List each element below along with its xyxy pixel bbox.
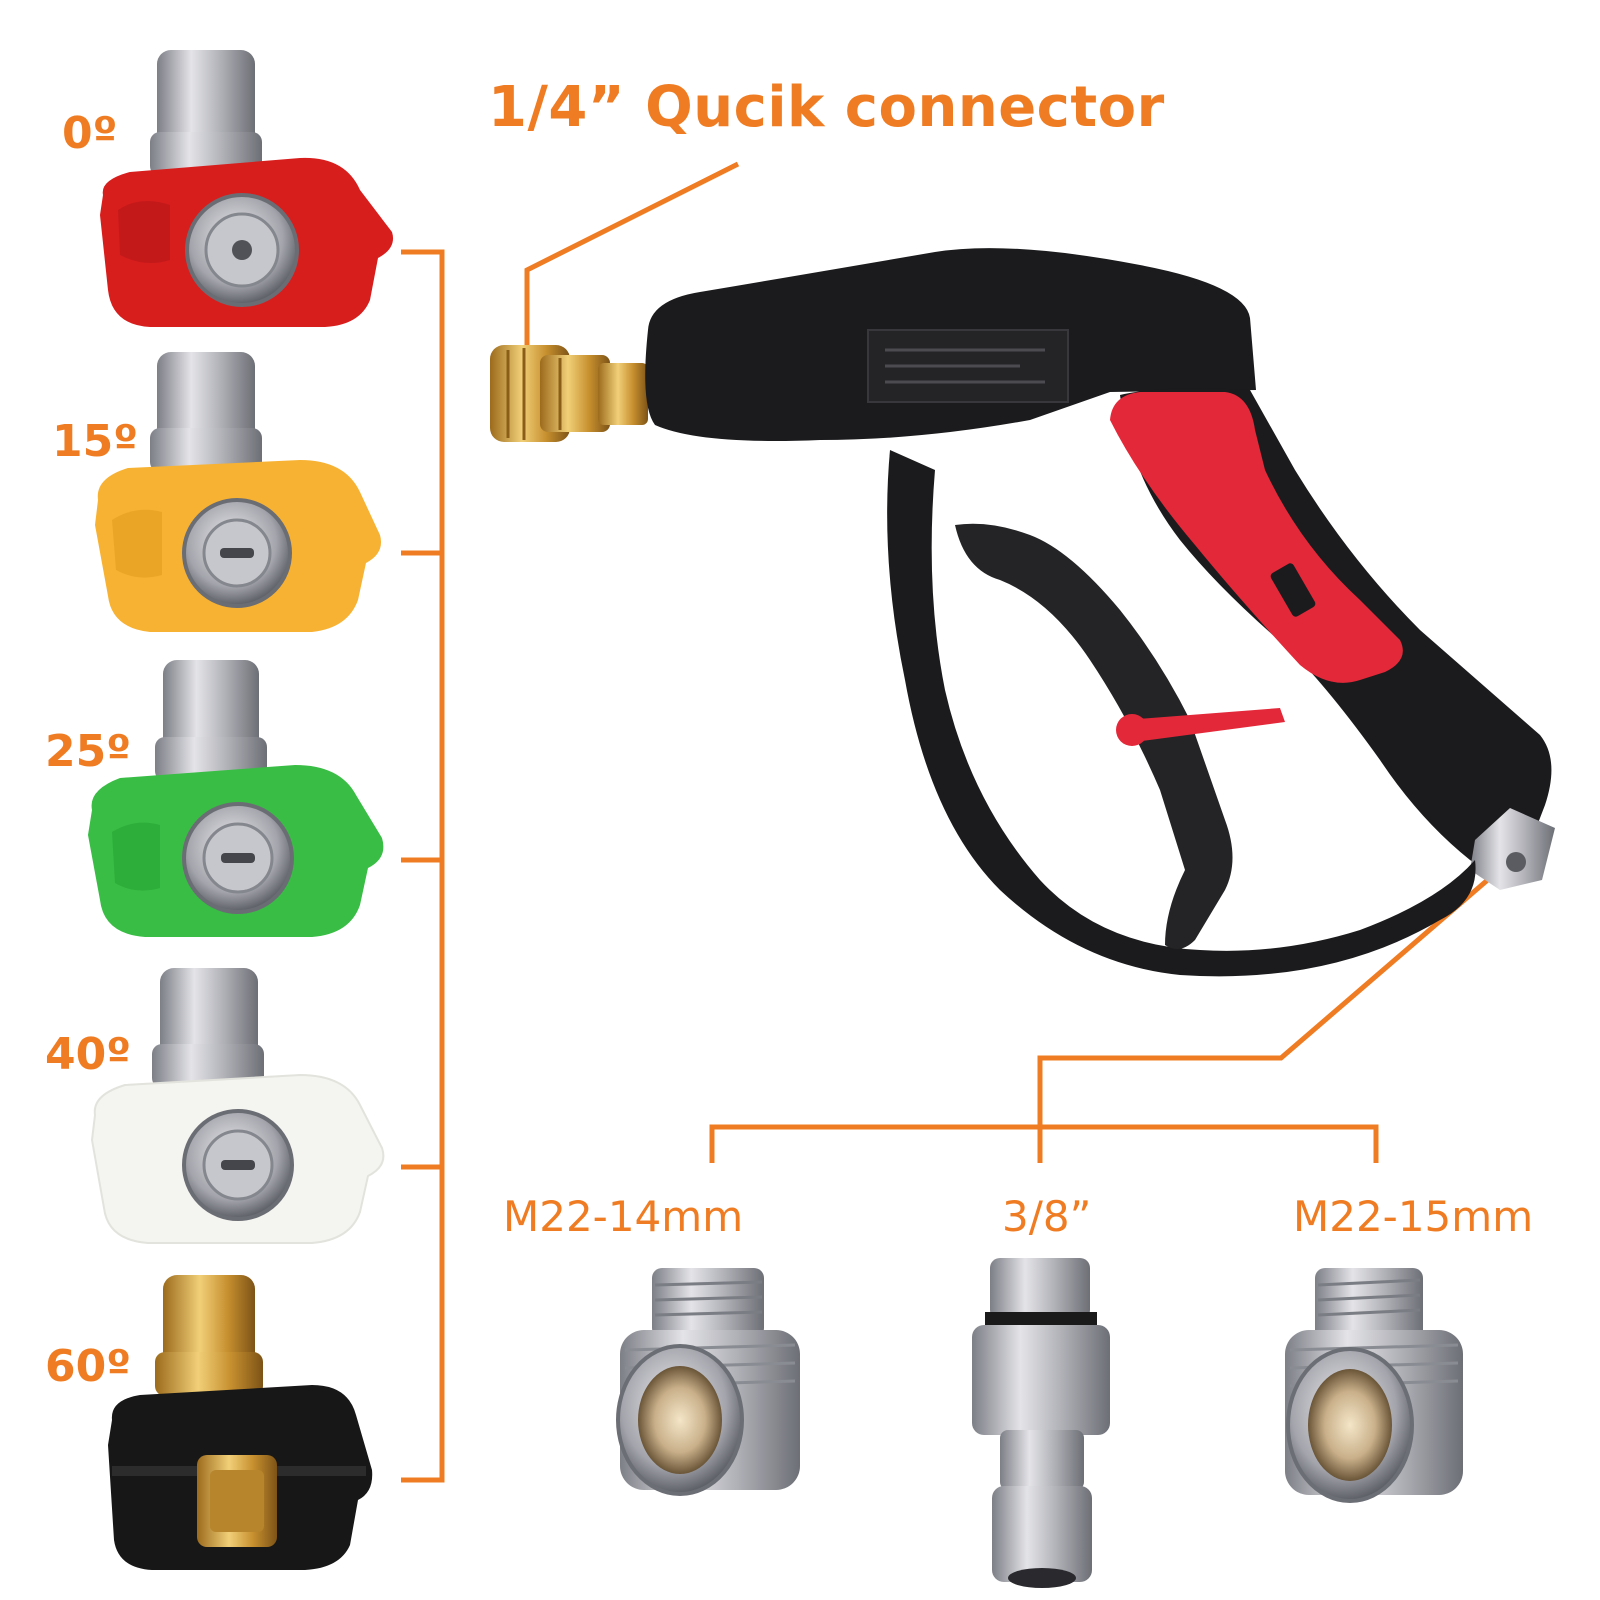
- spray-gun: [490, 248, 1555, 977]
- fitting-3-8: [972, 1258, 1110, 1588]
- nozzle-label-40: 40º: [45, 1029, 132, 1080]
- nozzle-0: [100, 50, 394, 327]
- nozzle-label-15: 15º: [52, 416, 139, 467]
- nozzle-60: [108, 1275, 373, 1570]
- nozzle-label-60: 60º: [45, 1341, 132, 1392]
- fitting-m22-14mm: [616, 1268, 800, 1496]
- fitting-label-m22-15mm: M22-15mm: [1293, 1192, 1534, 1241]
- nozzle-label-25: 25º: [45, 726, 132, 777]
- nozzle-25: [88, 660, 384, 937]
- fitting-label-3-8: 3/8”: [1002, 1192, 1092, 1241]
- guide-lines: [401, 161, 1507, 1483]
- nozzle-40: [90, 968, 385, 1244]
- quick-connector: [490, 345, 648, 442]
- nozzle-15: [95, 352, 382, 632]
- fitting-label-m22-14mm: M22-14mm: [503, 1192, 744, 1241]
- fitting-m22-15mm: [1285, 1268, 1463, 1503]
- nozzle-label-0: 0º: [62, 108, 118, 159]
- outlet-fitting: [1470, 808, 1555, 890]
- quick-connector-label: 1/4” Qucik connector: [488, 75, 1165, 140]
